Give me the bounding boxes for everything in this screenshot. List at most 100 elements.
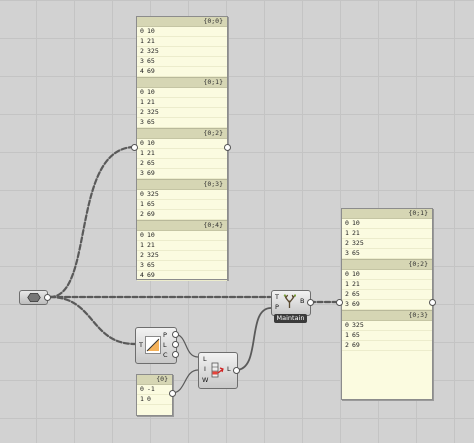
index-input-w[interactable]: W [202, 376, 209, 384]
tree-input-p[interactable]: P [275, 303, 279, 311]
item-value: 325 [147, 251, 159, 259]
branch-path-label: {0} [137, 375, 172, 385]
item-value: 10 [352, 270, 360, 278]
item-value: 65 [352, 290, 360, 298]
item-value: 10 [147, 139, 155, 147]
item-index: 1 [140, 37, 144, 45]
tree-branch-icon [283, 294, 296, 308]
item-value: 21 [147, 241, 155, 249]
cull-output-c[interactable]: C [163, 351, 168, 359]
item-index: 0 [140, 88, 144, 96]
item-index: 1 [140, 98, 144, 106]
hexagon-data-icon [27, 292, 41, 303]
item-value: 325 [147, 108, 159, 116]
item-index: 2 [140, 210, 144, 218]
tree-output-b[interactable]: B [300, 297, 305, 305]
item-value: 69 [352, 341, 360, 349]
panel-small-output-grip[interactable] [169, 390, 176, 397]
source-param[interactable] [19, 290, 48, 305]
item-value: -1 [147, 385, 155, 393]
cull-output-p-grip[interactable] [172, 331, 179, 338]
item-value: 65 [147, 57, 155, 65]
cull-output-c-grip[interactable] [172, 351, 179, 358]
item-value: 69 [147, 169, 155, 177]
panel-left-output-grip[interactable] [224, 144, 231, 151]
item-index: 1 [345, 331, 349, 339]
wire-panel-to-index [171, 369, 199, 394]
tree-output-grip[interactable] [307, 299, 314, 306]
cull-output-p[interactable]: P [163, 331, 167, 339]
item-index: 3 [345, 300, 349, 308]
item-index: 0 [345, 219, 349, 227]
branch-path-label: {0;3} [342, 310, 432, 321]
panel-right-output-grip[interactable] [429, 299, 436, 306]
branch-path-label: {0;2} [342, 259, 432, 270]
list-index-icon [211, 362, 224, 378]
item-index: 1 [140, 395, 144, 403]
item-index: 2 [345, 341, 349, 349]
item-index: 0 [140, 190, 144, 198]
branch-path-label: {0;1} [342, 209, 432, 219]
index-component[interactable]: L I W L [198, 352, 238, 389]
item-value: 21 [147, 37, 155, 45]
item-value: 10 [147, 231, 155, 239]
index-input-i[interactable]: I [204, 365, 206, 373]
item-value: 325 [147, 190, 159, 198]
item-index: 4 [140, 271, 144, 279]
item-index: 0 [140, 231, 144, 239]
index-output-grip[interactable] [233, 367, 240, 374]
panel-left-input-grip[interactable] [131, 144, 138, 151]
item-index: 0 [140, 385, 144, 393]
source-param-output-grip[interactable] [44, 294, 51, 301]
item-index: 1 [140, 241, 144, 249]
item-value: 21 [147, 149, 155, 157]
item-value: 325 [147, 47, 159, 55]
item-value: 65 [352, 249, 360, 257]
item-value: 65 [147, 200, 155, 208]
panel-right-input-grip[interactable] [336, 299, 343, 306]
item-index: 0 [345, 321, 349, 329]
item-index: 1 [345, 280, 349, 288]
item-index: 2 [345, 239, 349, 247]
index-input-l[interactable]: L [203, 355, 207, 363]
index-output-l[interactable]: L [227, 365, 231, 373]
cull-output-l[interactable]: L [163, 341, 167, 349]
cull-component[interactable]: T P L C [135, 327, 177, 364]
item-index: 4 [140, 67, 144, 75]
item-index: 2 [140, 251, 144, 259]
item-index: 2 [140, 159, 144, 167]
tree-input-t[interactable]: T [275, 293, 279, 301]
cull-output-l-grip[interactable] [172, 341, 179, 348]
item-value: 69 [147, 210, 155, 218]
cull-input-t[interactable]: T [139, 341, 143, 349]
tree-component[interactable]: T P B [271, 290, 311, 316]
item-index: 3 [140, 261, 144, 269]
wire-index-to-tree [235, 307, 272, 371]
